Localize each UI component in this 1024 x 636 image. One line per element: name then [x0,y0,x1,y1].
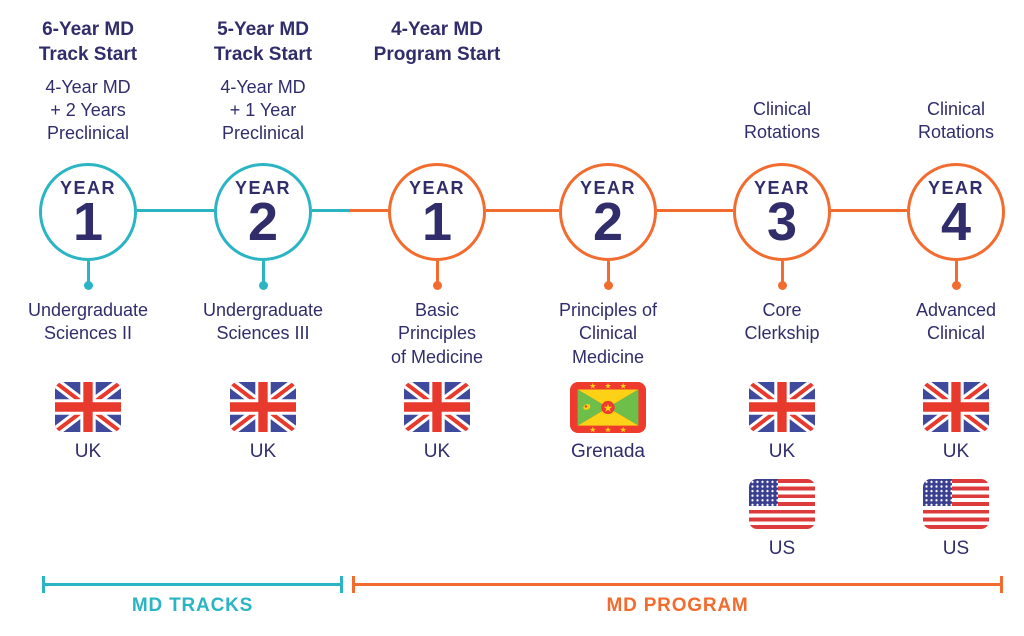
connector-dot [951,281,961,290]
year-description: Core Clerkship [744,300,820,344]
uk-flag-icon [923,382,989,432]
year-label: YEAR [59,177,116,198]
uk-flag-icon [230,382,296,432]
year-circle: YEAR 4 [907,163,1005,261]
flag-caption: UK [768,441,796,462]
year-description: Principles of Clinical Medicine [558,300,658,367]
timeline-connector [657,209,733,212]
connector-stem [435,261,439,283]
bracket-tick [352,576,355,593]
year-number: 4 [940,191,972,252]
year-number: 1 [421,191,453,252]
column-note: Clinical Rotations [917,99,995,142]
year-description: Undergraduate Sciences III [202,300,324,344]
year-description: Advanced Clinical [915,300,997,344]
connector-dot [432,281,442,290]
bracket-label: MD TRACKS [131,595,254,616]
flag-caption: US [942,538,970,559]
connector-stem [780,261,784,283]
bracket-label: MD PROGRAM [606,595,749,616]
flag-caption: Grenada [571,441,645,462]
bracket-tick [340,576,343,593]
year-circle: YEAR 3 [733,163,831,261]
bracket-tick [1000,576,1003,593]
timeline-connector [831,209,907,212]
year-circle: YEAR 2 [559,163,657,261]
us-flag-icon [749,479,815,529]
connector-dot [258,281,268,290]
grenada-flag-icon [570,382,646,433]
year-description: Undergraduate Sciences II [27,300,149,344]
timeline-column-md-year3: Clinical Rotations YEAR 3 Core Clerkship… [692,0,872,636]
timeline-column-md-year2: YEAR 2 Principles of Clinical Medicine [518,0,698,636]
column-header: 4-Year MD Program Start [373,19,501,65]
year-label: YEAR [927,177,984,198]
column-subheader: 4-Year MD + 1 Year Preclinical [220,77,306,143]
md-program-bracket: MD PROGRAM [352,576,1003,622]
flag-caption: UK [942,441,970,462]
year-description: Basic Principles of Medicine [390,300,484,367]
timeline-column-md-year4: Clinical Rotations YEAR 4 Advanced Clini… [866,0,1024,636]
timeline-connector [312,209,350,212]
connector-stem [954,261,958,283]
year-number: 1 [72,191,104,252]
year-label: YEAR [753,177,810,198]
year-number: 3 [766,191,798,252]
uk-flag-icon [55,382,121,432]
column-header: 6-Year MD Track Start [38,19,138,65]
bracket-line [42,583,343,586]
connector-stem [261,261,265,283]
column-note: Clinical Rotations [743,99,821,142]
flag-caption: UK [423,441,451,462]
timeline-column-year2-track: 5-Year MD Track Start 4-Year MD + 1 Year… [173,0,353,636]
column-subheader: 4-Year MD + 2 Years Preclinical [45,77,131,143]
year-circle: YEAR 1 [388,163,486,261]
year-circle: YEAR 2 [214,163,312,261]
connector-stem [606,261,610,283]
bracket-tick [42,576,45,593]
year-circle: YEAR 1 [39,163,137,261]
uk-flag-icon [404,382,470,432]
timeline-column-md-year1: 4-Year MD Program Start YEAR 1 Basic Pri… [347,0,527,636]
connector-stem [86,261,90,283]
timeline-connector [486,209,559,212]
year-label: YEAR [234,177,291,198]
timeline-connector [137,209,214,212]
connector-dot [83,281,93,290]
connector-dot [603,281,613,290]
us-flag-icon [923,479,989,529]
year-label: YEAR [408,177,465,198]
year-number: 2 [592,191,624,252]
timeline-connector [350,209,388,212]
flag-caption: UK [74,441,102,462]
flag-caption: US [768,538,796,559]
md-tracks-bracket: MD TRACKS [42,576,343,622]
timeline-column-year1-track: 6-Year MD Track Start 4-Year MD + 2 Year… [0,0,178,636]
uk-flag-icon [749,382,815,432]
year-label: YEAR [579,177,636,198]
column-header: 5-Year MD Track Start [213,19,313,65]
bracket-line [352,583,1003,586]
year-number: 2 [247,191,279,252]
flag-caption: UK [249,441,277,462]
connector-dot [777,281,787,290]
